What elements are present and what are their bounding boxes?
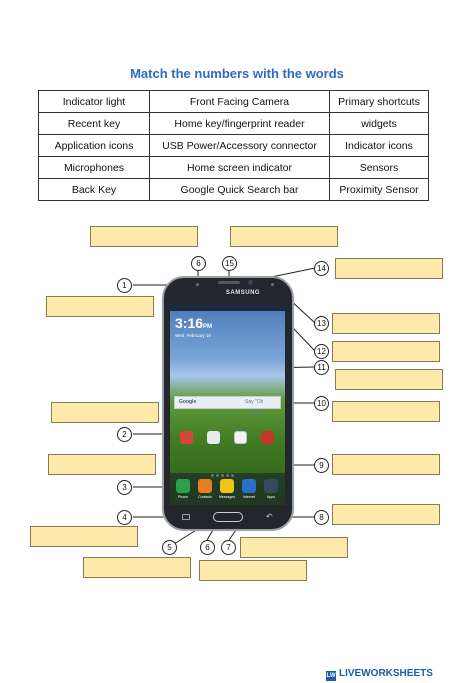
back-key-icon: ↶ [266, 512, 273, 521]
word-bank-cell: Front Facing Camera [149, 90, 330, 113]
callout-number-6-top: 6 [191, 256, 206, 271]
dock-label: Apps [267, 495, 275, 499]
callout-number-9: 9 [314, 458, 329, 473]
primary-shortcuts-dock: Phone Contacts Messages Internet Apps [170, 473, 285, 505]
answer-box-2[interactable] [51, 402, 159, 423]
answer-box-7[interactable] [240, 537, 348, 558]
phone-screen: 3:16PM Wed, February 16 Google Say "Ok G… [170, 303, 285, 505]
apps-grid-icon [264, 479, 278, 493]
dock-label: Contacts [198, 495, 212, 499]
indicator-led [196, 283, 199, 286]
answer-box-13[interactable] [332, 313, 440, 334]
word-bank-cell: Primary shortcuts [329, 90, 429, 113]
clock-suffix: PM [203, 324, 213, 330]
proximity-sensor-dot [271, 283, 274, 286]
answer-box-3[interactable] [48, 454, 156, 475]
dock-label: Internet [243, 495, 255, 499]
earpiece-speaker [218, 281, 240, 284]
answer-box-6[interactable] [90, 226, 198, 247]
date-widget: Wed, February 16 [175, 333, 211, 338]
internet-app-icon [242, 479, 256, 493]
answer-box-10[interactable] [332, 401, 440, 422]
callout-number-5: 5 [162, 540, 177, 555]
voice-search-hint: Say "Ok Google" [245, 399, 264, 416]
messages-app-icon [220, 479, 234, 493]
dock-label: Phone [177, 495, 189, 499]
answer-box-8[interactable] [332, 504, 440, 525]
callout-number-4: 4 [117, 510, 132, 525]
dock-label: Messages [219, 495, 235, 499]
word-bank-cell: Indicator icons [329, 134, 429, 157]
clock-time: 3:16 [175, 315, 204, 331]
logo-mark: LW [326, 671, 336, 681]
callout-number-2: 2 [117, 427, 132, 442]
word-bank-cell: widgets [329, 112, 429, 135]
answer-box-11[interactable] [335, 369, 443, 390]
logo-text: LIVEWORKSHEETS [339, 668, 433, 679]
answer-box-9[interactable] [332, 454, 440, 475]
word-bank-cell: USB Power/Accessory connector [149, 134, 330, 157]
answer-box-12[interactable] [332, 341, 440, 362]
answer-box-6-bottom[interactable] [199, 560, 307, 581]
callout-number-13: 13 [314, 316, 329, 331]
callout-number-15: 15 [222, 256, 237, 271]
word-bank-cell: Proximity Sensor [329, 178, 429, 201]
answer-box-4[interactable] [30, 526, 138, 547]
home-screen-indicator [210, 464, 246, 477]
answer-box-15[interactable] [230, 226, 338, 247]
contacts-app-icon [198, 479, 212, 493]
google-search-bar: Google Say "Ok Google" [174, 396, 281, 416]
callout-number-6-bottom: 6 [200, 540, 215, 555]
phone-app-icon [176, 479, 190, 493]
home-key [213, 512, 243, 522]
play-store-icon [234, 431, 247, 444]
answer-box-5[interactable] [83, 557, 191, 578]
app-icon [261, 431, 274, 444]
worksheet-title: Match the numbers with the words [130, 66, 344, 81]
phone-brand-label: SAMSUNG [225, 290, 261, 296]
callout-number-11: 11 [314, 360, 329, 375]
recent-key [182, 514, 190, 520]
app-icon [180, 431, 193, 444]
status-bar [170, 303, 285, 311]
front-camera-lens [248, 280, 253, 285]
word-bank-cell: Google Quick Search bar [149, 178, 330, 201]
callout-number-8: 8 [314, 510, 329, 525]
callout-number-14: 14 [314, 261, 329, 276]
word-bank-cell: Back Key [38, 178, 150, 201]
callout-number-12: 12 [314, 344, 329, 359]
callout-number-1: 1 [117, 278, 132, 293]
callout-number-10: 10 [314, 396, 329, 411]
google-search-label: Google [179, 399, 197, 405]
camera-app-icon [207, 431, 220, 444]
clock-widget: 3:16PM [175, 315, 212, 331]
answer-box-14[interactable] [335, 258, 443, 279]
callout-number-3: 3 [117, 480, 132, 495]
callout-number-7: 7 [221, 540, 236, 555]
answer-box-1[interactable] [46, 296, 154, 317]
